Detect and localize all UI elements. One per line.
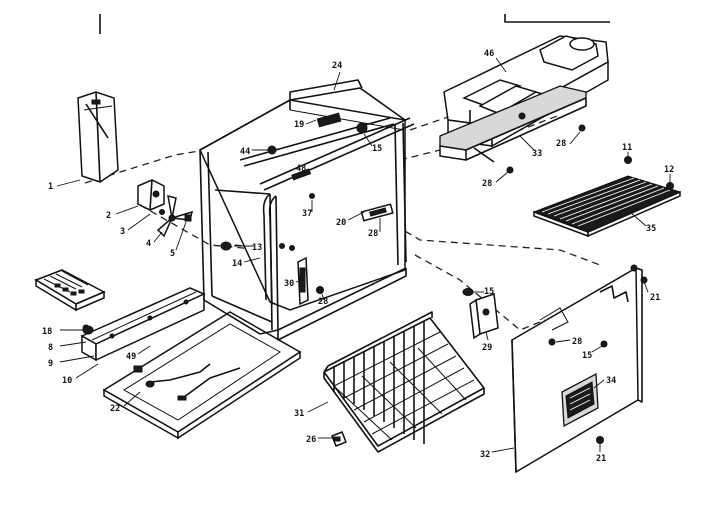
callout-28a: 28 (368, 229, 378, 239)
callout-4: 4 (146, 239, 151, 249)
callout-21b: 21 (596, 454, 606, 464)
callout-31: 31 (294, 409, 304, 419)
wire-basket-part (323, 311, 485, 453)
callout-34: 34 (606, 376, 616, 386)
callout-33: 33 (532, 149, 542, 159)
callout-leaders (56, 57, 671, 453)
ejector-rail-part (80, 287, 206, 362)
callout-28e: 28 (572, 337, 582, 347)
callout-30: 30 (284, 279, 294, 289)
callout-10: 10 (62, 376, 72, 386)
fan-motor-part (137, 179, 165, 211)
callout-20: 20 (336, 218, 346, 228)
callout-15b: 15 (484, 287, 494, 297)
callout-32: 32 (480, 450, 490, 460)
ice-maker-part (439, 35, 609, 174)
callout-3: 3 (120, 227, 125, 237)
callout-8: 8 (48, 343, 53, 353)
callout-2: 2 (106, 211, 111, 221)
screw-hardware-part (82, 241, 285, 335)
fan-blade-part (156, 194, 194, 238)
callout-21a: 21 (650, 293, 660, 303)
grille-part (532, 156, 682, 238)
registration-marks (99, 14, 610, 34)
callout-26a: 26 (306, 435, 316, 445)
callout-44: 44 (240, 147, 250, 157)
callout-46: 46 (484, 49, 494, 59)
callout-24: 24 (332, 61, 342, 71)
callout-22: 22 (110, 404, 120, 414)
callout-37: 37 (302, 209, 312, 219)
callout-19: 19 (294, 120, 304, 130)
callout-labels: 1 2 3 4 5 18 8 9 10 49 22 24 44 19 15 48… (42, 49, 674, 464)
callout-48: 48 (296, 164, 306, 174)
callout-49: 49 (126, 352, 136, 362)
callout-5: 5 (170, 249, 175, 259)
callout-11: 11 (622, 143, 632, 153)
callout-35: 35 (646, 224, 656, 234)
ice-tray-part (34, 269, 106, 312)
callout-28d: 28 (482, 179, 492, 189)
callout-9: 9 (48, 359, 53, 369)
callout-15c: 15 (582, 351, 592, 361)
callout-28b: 28 (318, 297, 328, 307)
access-panel-part (511, 264, 648, 474)
hinge-bracket-part (77, 91, 119, 183)
callout-28c: 28 (556, 139, 566, 149)
callout-12: 12 (664, 165, 674, 175)
callout-18: 18 (42, 327, 52, 337)
callout-29: 29 (482, 343, 492, 353)
callout-1: 1 (48, 182, 53, 192)
drip-pan-part (102, 311, 302, 440)
callout-14: 14 (232, 259, 242, 269)
callout-13: 13 (252, 243, 262, 253)
callout-15a: 15 (372, 144, 382, 154)
cabinet-frame-part (199, 79, 415, 341)
damper-bracket-part (462, 288, 499, 340)
